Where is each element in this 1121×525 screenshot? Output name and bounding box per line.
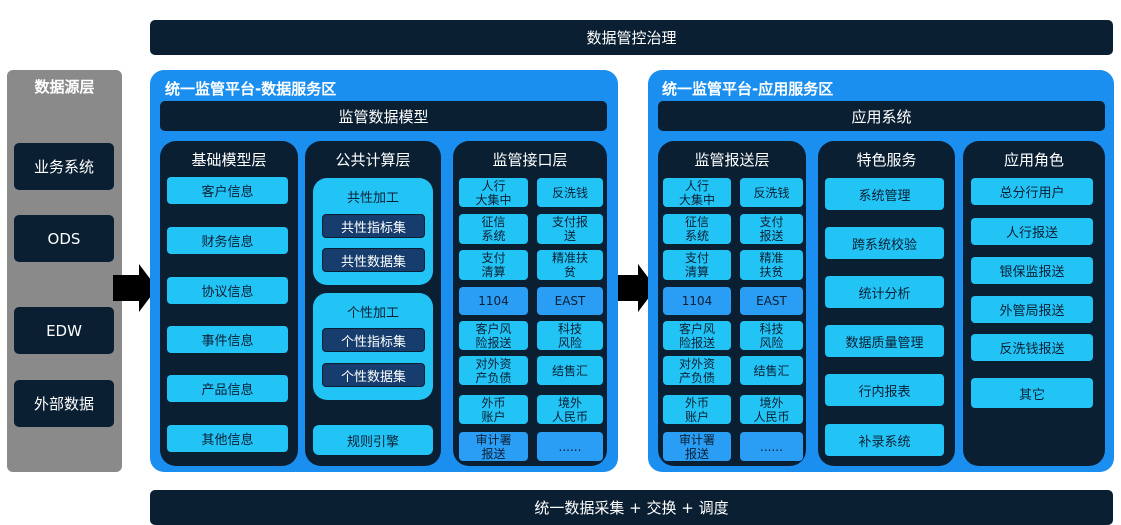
basic-model-item: 客户信息 — [167, 177, 288, 204]
interface-item: EAST — [740, 287, 803, 315]
source-item: 外部数据 — [14, 380, 114, 427]
interface-item: 对外资 产负债 — [663, 356, 731, 385]
interface-item: 征信 系统 — [459, 214, 528, 244]
interface-item: 结售汇 — [537, 356, 603, 385]
basic-model-title: 基础模型层 — [191, 150, 267, 169]
interface-item: 征信 系统 — [663, 214, 731, 244]
rule-engine: 规则引擎 — [313, 425, 433, 455]
interface-item: 对外资 产负债 — [459, 356, 528, 385]
interface-item: 客户风 险报送 — [663, 321, 731, 350]
special-service-item: 统计分析 — [825, 276, 944, 308]
basic-model-item: 事件信息 — [167, 326, 288, 353]
custom-processing-title: 个性加工 — [346, 305, 399, 321]
interface-item: 支付 清算 — [459, 250, 528, 280]
interface-item: ...... — [537, 432, 603, 461]
compute-title: 公共计算层 — [335, 150, 411, 169]
basic-model-item: 财务信息 — [167, 227, 288, 254]
interface-title: 监管接口层 — [492, 150, 568, 169]
special-service-item: 系统管理 — [825, 178, 944, 210]
role-item: 总分行用户 — [971, 178, 1093, 205]
role-item: 人行报送 — [971, 218, 1093, 245]
interface-item: 支付 清算 — [663, 250, 731, 280]
interface-item: 结售汇 — [740, 356, 803, 385]
basic-model-item: 产品信息 — [167, 375, 288, 402]
basic-model-item: 协议信息 — [167, 277, 288, 304]
basic-model-item: 其他信息 — [167, 425, 288, 452]
role-item: 其它 — [971, 378, 1093, 408]
custom-data-set: 个性数据集 — [322, 363, 425, 387]
custom-indicator-set: 个性指标集 — [322, 328, 425, 352]
role-item: 外管局报送 — [971, 296, 1093, 323]
special-service-title: 特色服务 — [856, 150, 917, 169]
interface-item: 外币 账户 — [459, 395, 528, 424]
interface-item: 人行 大集中 — [459, 178, 528, 207]
source-layer-title: 数据源层 — [34, 77, 95, 96]
model-bar: 监管数据模型 — [160, 101, 607, 131]
interface-item: 反洗钱 — [537, 178, 603, 207]
common-data-set: 共性数据集 — [322, 248, 425, 272]
interface-item: 境外 人民币 — [740, 395, 803, 424]
arrow-right-icon — [113, 275, 139, 301]
interface-item: 人行 大集中 — [663, 178, 731, 207]
data-zone-title: 统一监管平台-数据服务区 — [165, 80, 337, 98]
interface-item: ...... — [740, 432, 803, 461]
report-title: 监管报送层 — [694, 150, 770, 169]
interface-item: 客户风 险报送 — [459, 321, 528, 350]
app-zone-title: 统一监管平台-应用服务区 — [662, 80, 834, 98]
interface-item: 支付 报送 — [740, 214, 803, 244]
interface-item: 科技 风险 — [537, 321, 603, 350]
source-item: EDW — [14, 307, 114, 354]
source-item: ODS — [14, 215, 114, 262]
interface-item: 外币 账户 — [663, 395, 731, 424]
interface-item: 精准 扶贫 — [740, 250, 803, 280]
special-service-item: 数据质量管理 — [825, 325, 944, 357]
role-item: 反洗钱报送 — [971, 334, 1093, 361]
bottom-bar-data-collection: 统一数据采集 + 交换 + 调度 — [150, 490, 1113, 525]
special-service-item: 补录系统 — [825, 424, 944, 456]
interface-item: 境外 人民币 — [537, 395, 603, 424]
interface-item: 审计署 报送 — [459, 432, 528, 461]
top-bar-data-governance: 数据管控治理 — [150, 20, 1113, 55]
interface-item: 精准扶 贫 — [537, 250, 603, 280]
common-indicator-set: 共性指标集 — [322, 214, 425, 238]
interface-item: 支付报 送 — [537, 214, 603, 244]
interface-item: EAST — [537, 287, 603, 315]
interface-item: 反洗钱 — [740, 178, 803, 207]
roles-title: 应用角色 — [1003, 150, 1064, 169]
common-processing-title: 共性加工 — [346, 190, 399, 206]
app-system-bar: 应用系统 — [658, 101, 1105, 131]
interface-item: 审计署 报送 — [663, 432, 731, 461]
interface-item: 科技 风险 — [740, 321, 803, 350]
special-service-item: 行内报表 — [825, 374, 944, 406]
role-item: 银保监报送 — [971, 257, 1093, 284]
special-service-item: 跨系统校验 — [825, 227, 944, 259]
source-item: 业务系统 — [14, 143, 114, 190]
interface-item: 1104 — [459, 287, 528, 315]
interface-item: 1104 — [663, 287, 731, 315]
